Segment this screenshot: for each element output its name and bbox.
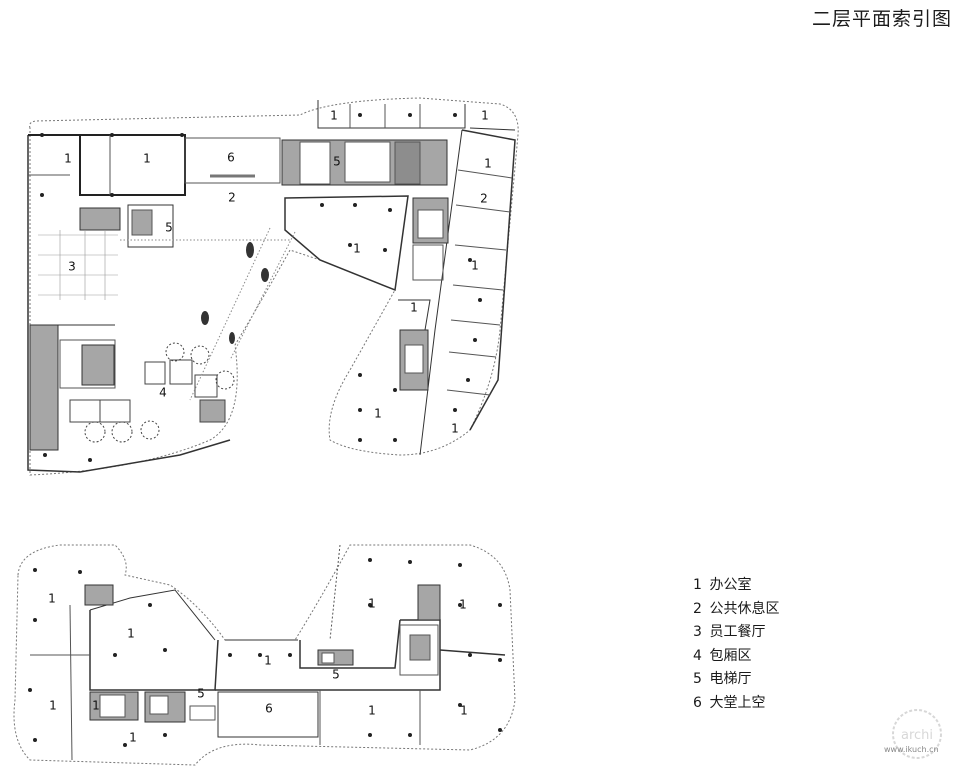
upper-plan-labels: 1 1 6 5 1 1 2 5 3 2 1 1 1 4 1 1 1 xyxy=(64,109,492,436)
plan-label: 3 xyxy=(68,260,76,274)
plan-label: 2 xyxy=(480,192,488,206)
plan-label: 1 xyxy=(143,152,151,166)
plan-label: 1 xyxy=(127,627,135,641)
plan-label: 5 xyxy=(197,687,205,701)
upper-floor-plan xyxy=(27,97,519,476)
plan-label: 5 xyxy=(332,668,340,682)
plan-label-extra: 1 xyxy=(410,301,418,315)
plan-label: 1 xyxy=(460,704,468,718)
watermark-logo: archi xyxy=(892,709,942,759)
plan-label: 1 xyxy=(471,259,479,273)
plan-label: 1 xyxy=(374,407,382,421)
legend-item-elevator-hall: 5 电梯厅 xyxy=(693,671,752,688)
plan-label: 1 xyxy=(481,109,489,123)
plan-label: 1 xyxy=(353,242,361,256)
lower-plan-labels: 1 1 1 1 1 1 5 1 6 5 1 1 1 xyxy=(48,592,468,745)
plan-label: 1 xyxy=(48,592,56,606)
legend: 1 办公室 2 公共休息区 3 员工餐厅 4 包厢区 5 电梯厅 6 大堂上空 xyxy=(693,574,779,716)
plan-label: 6 xyxy=(227,151,235,165)
plan-label: 1 xyxy=(451,422,459,436)
plan-label: 1 xyxy=(49,699,57,713)
plan-label: 6 xyxy=(265,702,273,716)
watermark-badge: archi xyxy=(901,728,933,743)
watermark-url: www.ikuch.cn xyxy=(884,745,939,754)
plan-label: 1 xyxy=(264,654,272,668)
plan-label: 1 xyxy=(459,598,467,612)
plan-label: 1 xyxy=(92,699,100,713)
plan-label: 1 xyxy=(368,704,376,718)
plan-label: 1 xyxy=(64,152,72,166)
legend-item-canteen: 3 员工餐厅 xyxy=(693,624,766,641)
plan-label: 1 xyxy=(330,109,338,123)
plan-label: 5 xyxy=(165,221,173,235)
legend-item-lobby-void: 6 大堂上空 xyxy=(693,694,766,711)
plan-label: 1 xyxy=(129,731,137,745)
lower-floor-plan xyxy=(13,544,516,766)
page-title: 二层平面索引图 xyxy=(812,8,953,30)
plan-label: 5 xyxy=(333,155,341,169)
plan-label: 1 xyxy=(368,597,376,611)
legend-item-office: 1 办公室 xyxy=(693,577,752,593)
legend-item-lounge: 2 公共休息区 xyxy=(693,600,780,617)
plan-label: 4 xyxy=(159,386,167,400)
plan-label: 2 xyxy=(228,191,236,205)
plan-label: 1 xyxy=(484,157,492,171)
legend-item-private-rooms: 4 包厢区 xyxy=(693,647,752,664)
